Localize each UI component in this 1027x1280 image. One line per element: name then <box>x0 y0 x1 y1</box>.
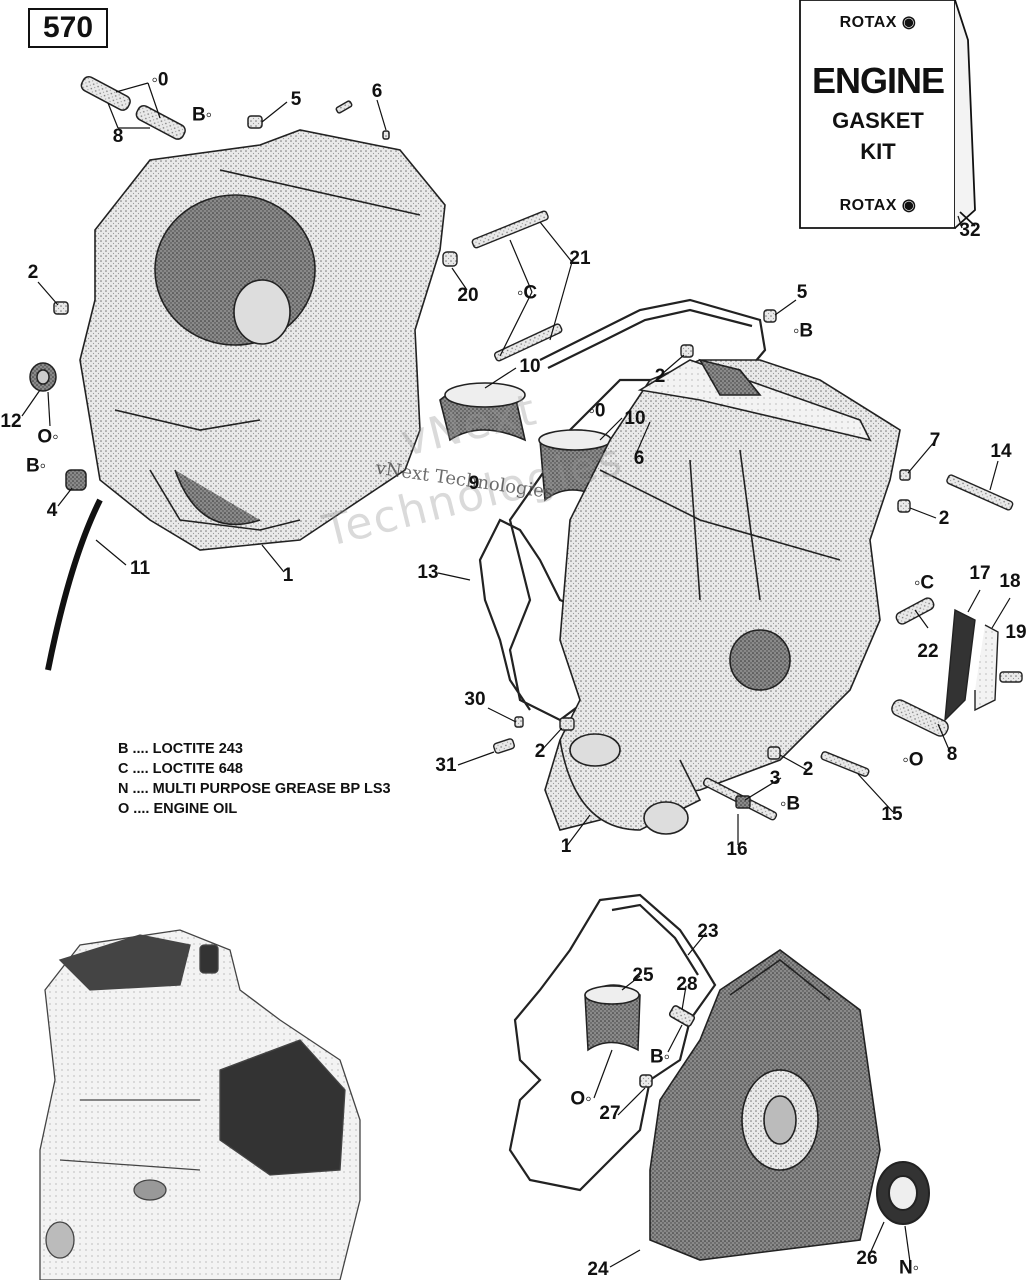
crankcase-right-half <box>544 358 901 835</box>
bolts-and-pins-right <box>493 469 1023 821</box>
callout-24: 24 <box>587 1259 609 1280</box>
kit-title-line3: KIT <box>860 139 896 164</box>
callout-22: 22 <box>917 641 939 662</box>
callout-engine-oil: ◦O <box>902 749 924 771</box>
callout-31: 31 <box>435 755 457 776</box>
callout-10: 10 <box>624 408 646 429</box>
drop-icon: ◦ <box>588 400 595 421</box>
callout-multi-purpose-grease: N◦ <box>898 1257 920 1279</box>
callout-21: 21 <box>569 248 591 269</box>
pins-and-plugs-upper <box>29 75 390 491</box>
callout-18: 18 <box>999 571 1021 592</box>
callout-23: 23 <box>697 921 719 942</box>
callout-8: 8 <box>946 744 958 765</box>
callout-2: 2 <box>938 508 950 529</box>
drop-icon: ◦ <box>205 104 213 125</box>
drop-icon: ◦ <box>913 572 921 593</box>
callout-8: 8 <box>112 126 124 147</box>
callout-loctite-243: B◦ <box>191 104 213 126</box>
oil-seal <box>876 1161 930 1225</box>
diagram-number: 570 <box>28 8 108 48</box>
drop-icon: ◦ <box>663 1046 671 1067</box>
callout-1: 1 <box>282 565 294 586</box>
callout-25: 25 <box>632 965 654 986</box>
callout-32: 32 <box>959 220 981 241</box>
callout-2: 2 <box>802 759 814 780</box>
callout-13: 13 <box>417 562 439 583</box>
callout-14: 14 <box>990 441 1012 462</box>
callout-6: 6 <box>633 448 645 469</box>
callout-2: 2 <box>534 741 546 762</box>
callout-5: 5 <box>290 89 302 110</box>
callout-loctite-243: B◦ <box>649 1046 671 1068</box>
callout-10: 10 <box>519 356 541 377</box>
studs-center <box>442 210 777 423</box>
drop-icon: ◦ <box>151 69 158 90</box>
callout-engine-oil: O◦ <box>37 426 59 448</box>
legend-item: B .... LOCTITE 243 <box>118 741 243 757</box>
drop-icon: ◦ <box>792 320 800 341</box>
drop-icon: ◦ <box>52 426 59 447</box>
callout-1: 1 <box>560 836 572 857</box>
breather-hose <box>45 498 103 671</box>
callout-12: 12 <box>0 411 22 432</box>
callout-engine-oil: O◦ <box>570 1088 592 1110</box>
callout-loctite-243: ◦B <box>779 793 801 815</box>
callout-4: 4 <box>46 500 58 521</box>
callout-11: 11 <box>129 558 151 579</box>
gasket-kit-box <box>799 0 976 229</box>
callout-6: 6 <box>371 81 383 102</box>
leader-lines <box>21 82 1011 1268</box>
kit-title-line1: ENGINE <box>811 60 945 101</box>
legend-item: C .... LOCTITE 648 <box>118 761 243 777</box>
callout-9: 9 <box>468 473 480 494</box>
callout-28: 28 <box>676 974 698 995</box>
callout-engine-oil: ◦0 <box>151 69 169 91</box>
callout-17: 17 <box>969 563 991 584</box>
callout-27: 27 <box>599 1103 621 1124</box>
callout-7: 7 <box>929 430 941 451</box>
cover-gasket <box>508 893 717 1192</box>
callout-15: 15 <box>881 804 903 825</box>
callout-30: 30 <box>464 689 486 710</box>
legend-item: N .... MULTI PURPOSE GREASE BP LS3 <box>118 781 391 797</box>
callout-loctite-243: ◦B <box>792 320 814 342</box>
drop-icon: ◦ <box>912 1257 920 1278</box>
callout-5: 5 <box>796 282 808 303</box>
crankcase-left-half <box>79 129 446 551</box>
engine-reference-image <box>39 929 361 1280</box>
kit-brand-top: ROTAX ◉ <box>839 14 917 31</box>
callout-16: 16 <box>726 839 748 860</box>
callout-20: 20 <box>457 285 479 306</box>
callout-loctite-648: ◦C <box>913 572 935 594</box>
drop-icon: ◦ <box>779 793 787 814</box>
rotax-logo-icon: ◉ <box>901 14 917 31</box>
legend-item: O .... ENGINE OIL <box>118 801 238 817</box>
crankcase-cover <box>649 949 881 1261</box>
legend: B .... LOCTITE 243 C .... LOCTITE 648 N … <box>118 739 391 819</box>
kit-brand-bottom: ROTAX ◉ <box>839 197 917 214</box>
kit-title-line2: GASKET <box>832 108 924 133</box>
rotax-logo-icon: ◉ <box>901 197 917 214</box>
callout-26: 26 <box>856 1248 878 1269</box>
callout-19: 19 <box>1005 622 1027 643</box>
drop-icon: ◦ <box>516 282 524 303</box>
cover-bearing <box>584 984 696 1088</box>
drop-icon: ◦ <box>585 1088 592 1109</box>
callout-2: 2 <box>654 366 666 387</box>
callout-3: 3 <box>769 768 781 789</box>
drop-icon: ◦ <box>902 749 909 770</box>
drop-icon: ◦ <box>39 455 47 476</box>
crankcase-gasket <box>478 298 767 722</box>
callout-2: 2 <box>27 262 39 283</box>
callout-loctite-648: ◦C <box>516 282 538 304</box>
callout-loctite-243: B◦ <box>25 455 47 477</box>
callout-engine-oil: ◦0 <box>588 400 606 422</box>
